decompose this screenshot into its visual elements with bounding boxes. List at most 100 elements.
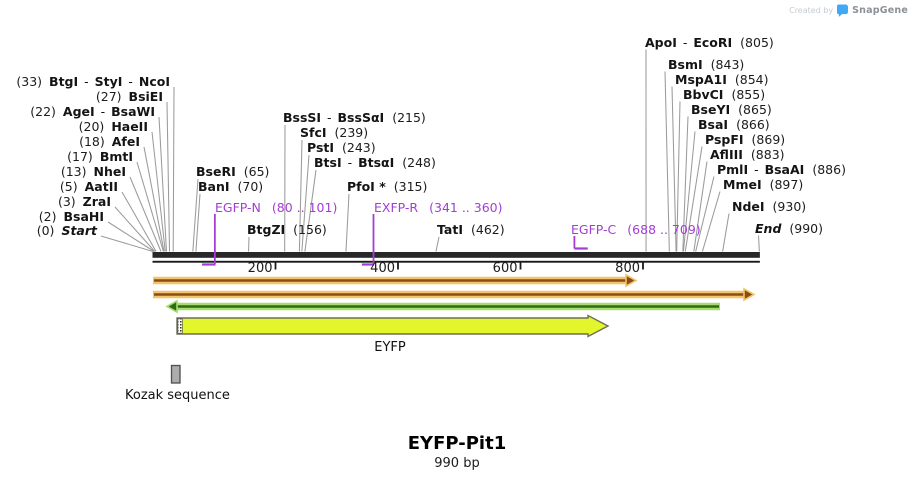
enzyme-label: PmlI - BsaAI (886): [717, 163, 846, 176]
leader-line: [682, 131, 696, 252]
enzyme-label: BssSI - BssSαI(215): [283, 111, 426, 124]
enzyme-label: (3)ZraI: [58, 195, 111, 208]
enzyme-label: BsmI(843): [668, 58, 744, 71]
primer-name: EGFP-N: [215, 200, 261, 215]
enzyme-label: MmeI (897): [723, 178, 803, 191]
enzyme-name: NdeI: [732, 199, 765, 214]
enzyme-label: (20) HaeII: [79, 120, 148, 133]
enzyme-position: (239): [334, 125, 369, 140]
enzyme-position: (462): [470, 222, 505, 237]
kozak-sequence-label: Kozak sequence: [125, 388, 230, 403]
enzyme-position: (156): [293, 222, 327, 237]
enzyme-name: ApoI: [645, 35, 677, 50]
enzyme-name: AfeI: [111, 134, 140, 149]
enzyme-name: BsaHI: [63, 209, 104, 224]
enzyme-name: SfcI: [300, 125, 327, 140]
enzyme-name: BsaI: [698, 117, 729, 132]
enzyme-position: (843): [710, 57, 745, 72]
ruler-number: 600: [492, 261, 518, 276]
sequence-bar: [152, 252, 760, 258]
leader-line: [158, 116, 167, 252]
map-length: 990 bp: [434, 456, 480, 471]
enzyme-name: Start: [61, 223, 97, 238]
enzyme-name: MspA1I: [675, 72, 727, 87]
primer-name: EXFP-R: [374, 200, 419, 215]
enzyme-name: StyI: [94, 74, 123, 89]
enzyme-position: (20): [78, 119, 105, 134]
reverse-orf-arrowhead: [165, 299, 178, 314]
enzyme-label: (18)AfeI: [79, 135, 140, 148]
enzyme-name: MmeI: [723, 177, 762, 192]
enzyme-label: (17)BmtI: [67, 150, 133, 163]
ruler-line: [152, 260, 760, 263]
enzyme-position: (17): [67, 149, 93, 164]
enzyme-name: BssSαI: [337, 110, 385, 125]
sequence-end-label: (0) Start: [37, 224, 97, 237]
enzyme-position: (70): [237, 179, 264, 194]
enzyme-position: (865): [738, 102, 772, 117]
ruler-number: 200: [247, 261, 273, 276]
enzyme-name: End: [755, 221, 782, 236]
leader-line: [671, 86, 677, 252]
cds-label-eyfp: EYFP: [374, 340, 406, 355]
leader-line: [757, 235, 760, 252]
enzyme-position: (0): [36, 223, 55, 238]
enzyme-label: SfcI (239): [300, 126, 368, 139]
enzyme-label: AflIII(883): [710, 148, 785, 161]
leader-line: [121, 191, 157, 252]
leader-line: [195, 193, 201, 252]
leader-line: [298, 139, 303, 252]
enzyme-name: NcoI: [138, 74, 170, 89]
map-title: EYFP-Pit1: [407, 433, 507, 454]
enzyme-position: (883): [750, 147, 785, 162]
enzyme-label: (13)NheI: [61, 165, 126, 178]
separator: -: [750, 162, 763, 177]
leader-line: [664, 71, 670, 252]
primer-label: EGFP-N(80 .. 101): [215, 201, 337, 214]
enzyme-name: AgeI: [62, 104, 95, 119]
enzyme-position: (897): [769, 177, 804, 192]
enzyme-label: BtsI - BtsαI(248): [314, 156, 436, 169]
leader-line: [136, 161, 164, 252]
enzyme-label: BbvCI(855): [683, 88, 765, 101]
enzyme-name: EcoRI: [693, 35, 733, 50]
enzyme-name: BsaAI: [764, 162, 805, 177]
enzyme-name: BanI: [198, 179, 230, 194]
leader-line: [304, 169, 317, 252]
leader-line: [100, 235, 154, 253]
enzyme-label: PfoI *(315): [347, 180, 427, 193]
enzyme-label: BtgZI(156): [247, 223, 327, 236]
credit-brand: SnapGene: [852, 5, 908, 16]
enzyme-position: (22): [30, 104, 56, 119]
leader-line: [676, 101, 681, 252]
enzyme-name: BsiEI: [128, 89, 163, 104]
enzyme-name: PmlI: [717, 162, 749, 177]
enzyme-name: HaeII: [111, 119, 148, 134]
kozak-box: [170, 364, 181, 384]
enzyme-position: (27): [95, 89, 122, 104]
enzyme-label: BanI (70): [198, 180, 263, 193]
enzyme-position: (33): [16, 74, 43, 89]
enzyme-label: BsaI(866): [698, 118, 770, 131]
enzyme-position: (886): [812, 162, 846, 177]
enzyme-name: BssSI: [283, 110, 322, 125]
separator: -: [124, 74, 137, 89]
enzyme-label: PspFI(869): [705, 133, 785, 146]
enzyme-name: PstI: [307, 140, 335, 155]
leader-line: [693, 161, 708, 252]
primer-name: EGFP-C: [571, 222, 617, 237]
leader-line: [695, 176, 715, 252]
separator: -: [96, 104, 110, 119]
enzyme-label: (27) BsiEI: [96, 90, 163, 103]
primer-label: EXFP-R(341 .. 360): [374, 201, 503, 214]
enzyme-name: BtgI: [49, 74, 79, 89]
leader-line: [435, 236, 440, 252]
enzyme-label: (33) BtgI - StyI - NcoI: [16, 75, 170, 88]
enzyme-position: (65): [243, 164, 270, 179]
separator: -: [678, 35, 692, 50]
sequence-end-label: End(990): [755, 222, 823, 235]
enzyme-position: (215): [392, 110, 426, 125]
separator: -: [80, 74, 93, 89]
enzyme-name: BtsαI: [358, 155, 395, 170]
